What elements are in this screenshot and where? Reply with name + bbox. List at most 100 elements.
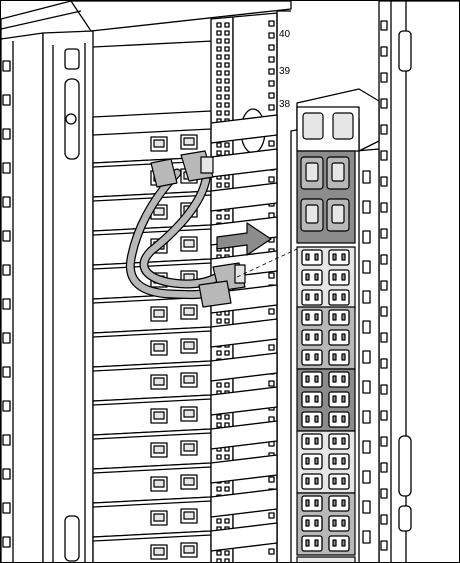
outlet-c13 [301,329,323,346]
outlet-c13 [301,391,323,408]
outlet-c13 [301,495,323,512]
panel-slot [2,264,11,276]
cable-plug-bottom [198,262,246,308]
channel-slot [362,410,371,424]
rail-number-labels: 40 39 38 [279,29,291,110]
rail-hole [216,30,222,36]
rail-hole [216,102,222,108]
rail-hole [224,30,230,36]
rail-number-38: 38 [279,99,291,110]
rail-hole [216,350,222,356]
front-door-frame [42,30,94,562]
outlet-c13 [301,433,323,450]
door-slot [380,124,388,135]
outlet-c13 [328,289,350,306]
outlet-c13 [328,453,350,470]
rail-hole [224,142,230,148]
door-slot [380,514,388,525]
door-slot [380,306,388,317]
rail-hole [216,414,222,420]
rail-hole [216,94,222,100]
panel-slot [2,162,11,174]
rail-hole [268,272,275,279]
rail-hole [268,380,275,387]
panel-slot [2,128,11,140]
rail-hole [224,454,230,460]
outlet-c13 [328,349,350,366]
outlet-c13 [301,349,323,366]
door-slot [380,72,388,83]
outlet-c19 [302,112,324,140]
outlet-c13 [328,249,350,266]
rail-hole [224,550,230,556]
outlet-c13 [301,371,323,388]
door-slot [380,488,388,499]
rail-hole [216,46,222,52]
channel-slot [362,230,371,244]
door-slot [380,202,388,213]
pdu-mount-channel [355,148,380,562]
rail-hole [224,110,230,116]
outlet-c13 [301,289,323,306]
left-panel-slots [2,60,11,548]
rail-hole [224,214,230,220]
outlet-c13 [301,269,323,286]
rail-hole [216,86,222,92]
rack-pdu [290,88,380,562]
rail-hole [224,182,230,188]
channel-slot [362,320,371,334]
rail-hole [216,150,222,156]
rail-hole [268,20,275,27]
rail-hole [216,22,222,28]
rail-hole [216,486,222,492]
panel-slot [2,196,11,208]
rail-hole [268,104,275,111]
rail-hole [268,548,275,555]
outlet-c19 [332,112,354,140]
channel-slot [362,530,371,544]
door-slot [380,176,388,187]
rail-hole [268,68,275,75]
channel-slot [362,500,371,514]
door-slot [380,46,388,57]
door-slot [380,462,388,473]
door-slot [380,384,388,395]
shelf-edge [210,182,278,212]
panel-slot [2,400,11,412]
rail-hole [224,38,230,44]
rail-hole [216,70,222,76]
outlet-c13 [328,309,350,326]
outlet-c13 [301,535,323,552]
rail-hole [224,382,230,388]
door-slot [380,150,388,161]
rail-hole [268,308,275,315]
panel-slot [2,366,11,378]
channel-slot [362,200,371,214]
outlet-c13 [328,269,350,286]
rail-hole [224,62,230,68]
outlet-c13 [328,535,350,552]
rail-hole [224,518,230,524]
panel-slot [2,230,11,242]
shelf-edge [210,114,278,144]
rail-hole [224,486,230,492]
rail-hole [216,110,222,116]
shelf-edge [210,420,278,450]
rail-hole [216,38,222,44]
right-door-slots [380,20,388,551]
panel-slot [2,298,11,310]
door-slot [380,332,388,343]
rail-hole [216,382,222,388]
rail-hole [268,32,275,39]
door-hinge-bottom [398,435,412,497]
panel-slot [2,468,11,480]
right-door [378,1,459,562]
outlet-c13 [328,433,350,450]
outlet-c13 [301,249,323,266]
channel-slot [362,470,371,484]
shelf-edge [210,318,278,348]
rail-hole [216,214,222,220]
rail-hole [268,512,275,519]
panel-slot [2,434,11,446]
rail-number-40: 40 [279,29,291,40]
